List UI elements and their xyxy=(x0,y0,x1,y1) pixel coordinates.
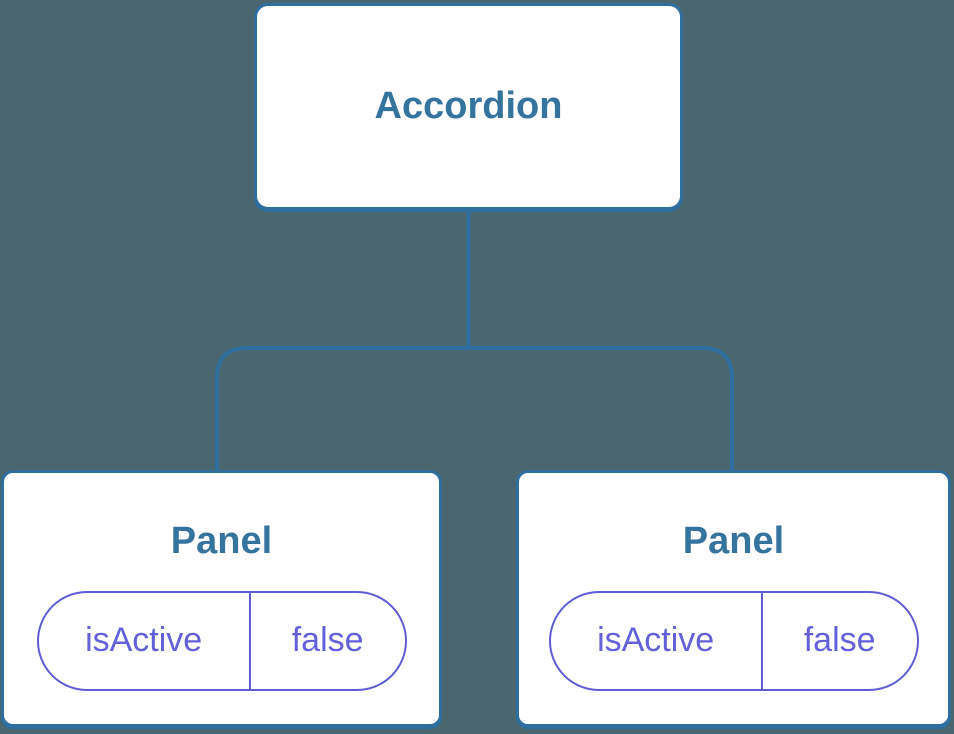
panel-node-right: Panel isActive false xyxy=(516,470,951,727)
accordion-node: Accordion xyxy=(254,3,683,210)
state-key-label: isActive xyxy=(551,592,763,689)
state-key-label: isActive xyxy=(39,592,251,689)
state-pill-right: isActive false xyxy=(548,590,919,691)
state-value-label: false xyxy=(803,621,876,660)
panel-node-right-label: Panel xyxy=(682,520,785,562)
panel-node-left-label: Panel xyxy=(170,520,273,562)
accordion-node-label: Accordion xyxy=(374,84,563,127)
state-pill-left: isActive false xyxy=(36,590,407,691)
connector-branch xyxy=(215,346,734,471)
panel-node-left: Panel isActive false xyxy=(1,470,442,727)
state-value-label: false xyxy=(291,621,364,660)
